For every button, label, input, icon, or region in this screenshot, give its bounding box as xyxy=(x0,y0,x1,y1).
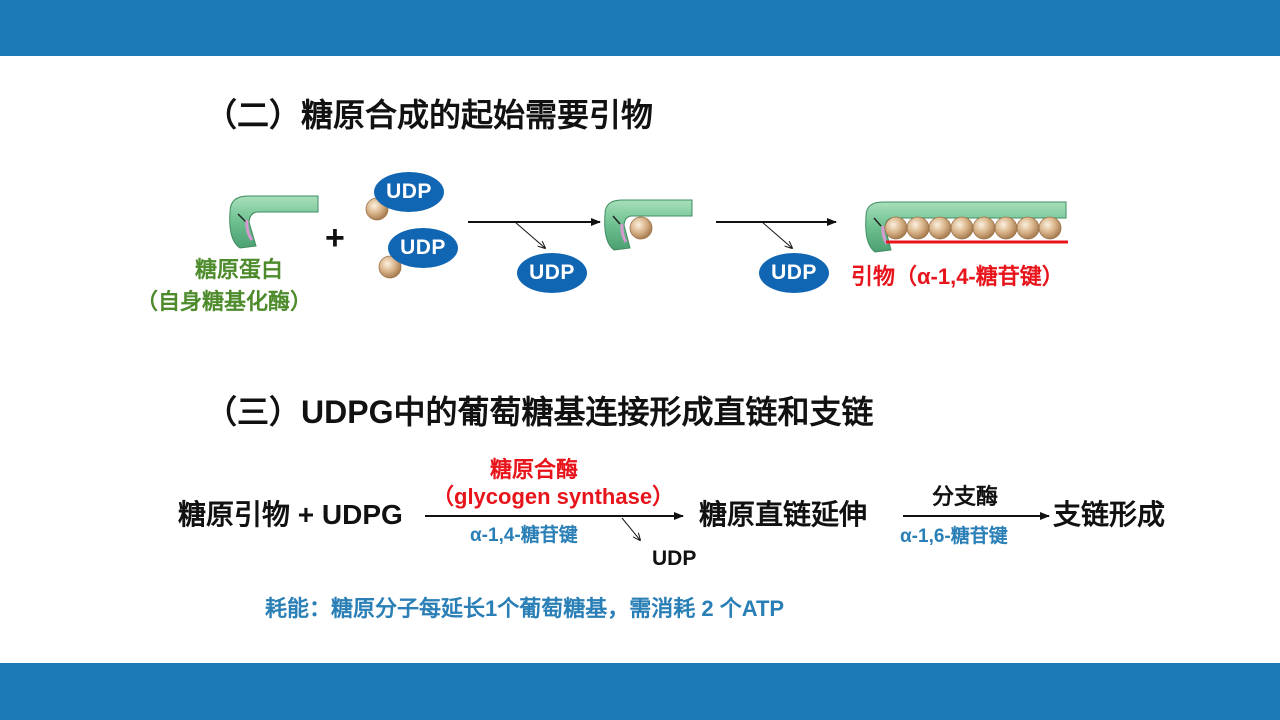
primer-label: 引物（α-1,4-糖苷键） xyxy=(851,264,1064,289)
bond1-label: α-1,4-糖苷键 xyxy=(470,525,578,546)
intermediate-label: 糖原直链延伸 xyxy=(699,499,868,530)
top-banner xyxy=(0,0,1280,56)
udp-bubble-2: UDP xyxy=(388,228,458,268)
udp-byproduct: UDP xyxy=(652,547,697,570)
synthase-reaction-arrow xyxy=(425,512,684,540)
energy-note: 耗能：糖原分子每延长1个葡萄糖基，需消耗 2 个ATP xyxy=(265,596,785,621)
enzyme1-name: 糖原合酶 xyxy=(490,457,579,482)
enzyme2-name: 分支酶 xyxy=(932,484,999,509)
reaction-arrow-1 xyxy=(468,218,601,248)
bottom-banner xyxy=(0,663,1280,720)
glycogenin-protein-2 xyxy=(604,199,693,251)
udp-bubble-1: UDP xyxy=(374,172,444,212)
bond2-label: α-1,6-糖苷键 xyxy=(900,526,1008,547)
section2-title: （二）糖原合成的起始需要引物 xyxy=(205,97,654,133)
enzyme1-english: （glycogen synthase） xyxy=(432,484,675,509)
reaction-arrow-2 xyxy=(716,218,837,248)
plus-sign: + xyxy=(325,219,345,257)
glycogenin-protein-1 xyxy=(229,195,319,249)
section3-title: （三）UDPG中的葡萄糖基连接形成直链和支链 xyxy=(205,394,874,430)
udp-bubble-3: UDP xyxy=(517,253,587,293)
product-label: 支链形成 xyxy=(1053,499,1166,530)
primer-bead-chain xyxy=(884,216,1062,240)
udp-bubble-4: UDP xyxy=(759,253,829,293)
reactants-label: 糖原引物 + UDPG xyxy=(178,499,403,530)
glucose-bead xyxy=(629,216,653,240)
glycogenin-sublabel: （自身糖基化酶） xyxy=(136,289,313,314)
glycogenin-label: 糖原蛋白 xyxy=(195,257,284,282)
